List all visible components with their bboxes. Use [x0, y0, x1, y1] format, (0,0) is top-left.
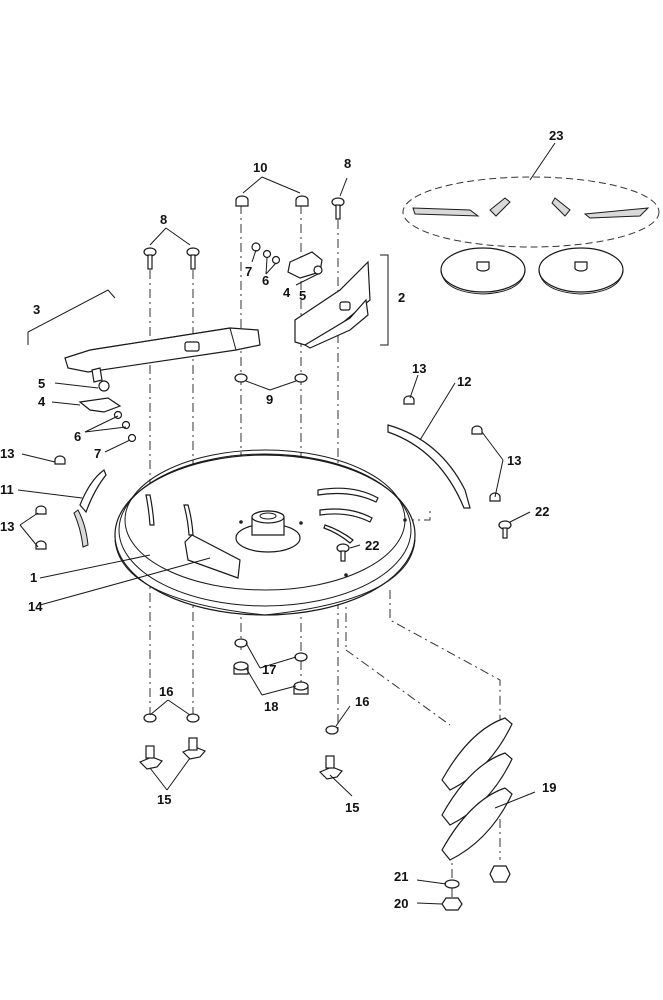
callout-14: 14 [28, 599, 43, 614]
callout-6-upper: 6 [262, 273, 269, 288]
callout-18: 18 [264, 699, 278, 714]
callout-7-upper: 7 [245, 264, 252, 279]
blades-19 [441, 717, 513, 911]
lower-hardware [143, 638, 339, 735]
callout-11: 11 [0, 482, 14, 497]
callout-5-left: 5 [38, 376, 45, 391]
callout-1: 1 [30, 570, 37, 585]
callout-16-left: 16 [159, 684, 173, 699]
callout-8-right: 8 [344, 156, 351, 171]
callout-20: 20 [394, 896, 408, 911]
callout-23: 23 [549, 128, 563, 143]
callout-15-right: 15 [345, 800, 359, 815]
washers-9 [234, 373, 308, 383]
callout-4-left: 4 [38, 394, 46, 409]
caster-knobs [138, 737, 343, 780]
blade-kit-23 [402, 176, 660, 295]
callout-12: 12 [457, 374, 471, 389]
leader-lines [17, 142, 556, 905]
callout-7-left: 7 [94, 446, 101, 461]
callout-13-right: 13 [507, 453, 521, 468]
callout-labels: 1 2 3 4 4 5 5 6 6 7 7 8 8 9 10 11 12 13 … [0, 128, 563, 911]
callout-2: 2 [398, 290, 405, 305]
callout-8-left: 8 [160, 212, 167, 227]
right-bracket [294, 260, 371, 349]
callout-6-left: 6 [74, 429, 81, 444]
upper-hardware [251, 242, 323, 279]
callout-3: 3 [33, 302, 40, 317]
callout-22-right: 22 [535, 504, 549, 519]
callout-13-left-bottom: 13 [0, 519, 14, 534]
callout-19: 19 [542, 780, 556, 795]
right-skirt-strip [387, 395, 501, 509]
callout-21: 21 [394, 869, 408, 884]
callout-15-left: 15 [157, 792, 171, 807]
callout-10: 10 [253, 160, 267, 175]
deck-baffle [184, 534, 241, 579]
left-hardware [78, 367, 137, 443]
bolts [143, 195, 512, 562]
callout-9: 9 [266, 392, 273, 407]
callout-17: 17 [262, 662, 276, 677]
callout-13-right-top: 13 [412, 361, 426, 376]
callout-16-right: 16 [355, 694, 369, 709]
callout-22-center: 22 [365, 538, 379, 553]
left-skirt-strip [35, 455, 107, 550]
callout-5-upper: 5 [299, 288, 306, 303]
callout-4-upper: 4 [283, 285, 291, 300]
deck-disc [114, 449, 416, 616]
left-baffle-bar [64, 327, 261, 373]
callout-13-left-top: 13 [0, 446, 14, 461]
